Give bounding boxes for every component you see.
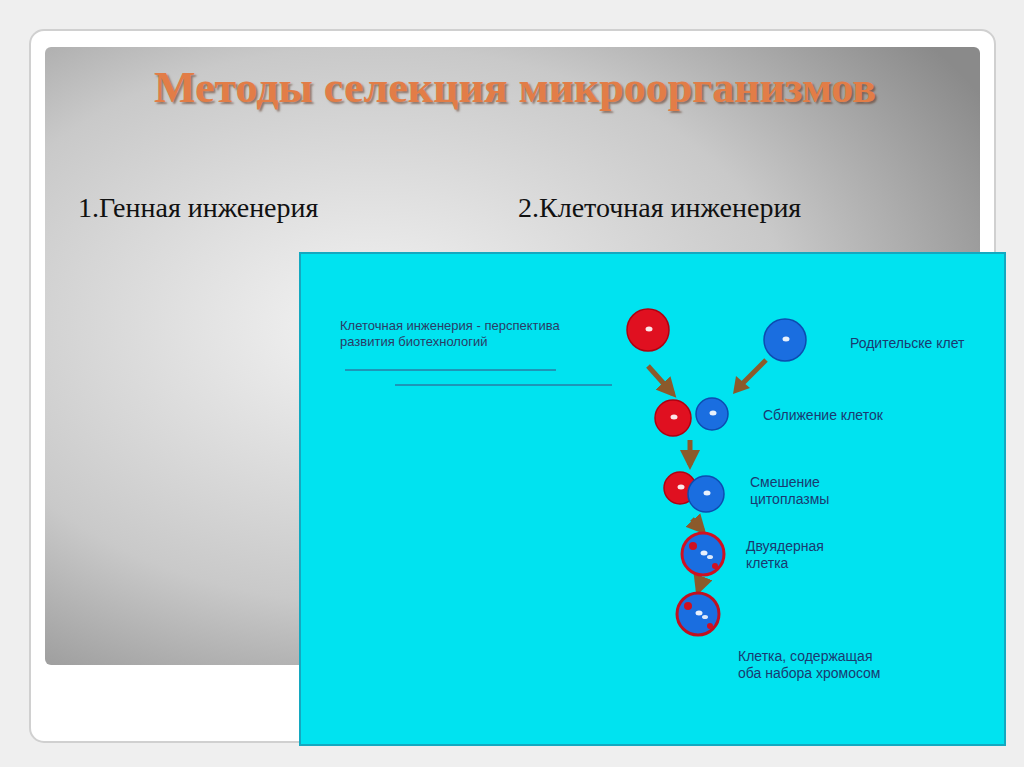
cell-stage: Родительске клет	[620, 303, 1000, 365]
flow-arrow	[648, 366, 673, 394]
cell	[682, 533, 724, 575]
cytoplasm-spot	[712, 563, 718, 569]
cell	[677, 593, 719, 635]
slide-title: Методы селекция микроорганизмов	[150, 58, 880, 118]
cell	[764, 319, 806, 361]
cytoplasm-spot	[684, 602, 692, 610]
nucleus	[710, 411, 717, 416]
cell	[627, 309, 669, 351]
cell	[655, 400, 691, 436]
cytoplasm-spot	[707, 623, 713, 629]
text-label: 1.Генная инженерия	[78, 192, 318, 224]
underline	[395, 385, 612, 386]
nucleus	[696, 611, 703, 616]
nucleus	[646, 327, 653, 332]
cell-illustration	[620, 303, 1000, 365]
arrow-shaft	[742, 360, 766, 384]
cytoplasm-spot	[689, 542, 697, 550]
nucleus	[783, 337, 790, 342]
cell-stage: Смешение цитоплазмы	[650, 466, 880, 518]
underline	[345, 370, 556, 371]
stage-label: Двуядерная клетка	[746, 538, 856, 572]
stage-label: Сближение клеток	[763, 407, 928, 424]
nucleus	[678, 485, 685, 490]
nucleus	[671, 415, 678, 420]
arrow-head	[733, 376, 750, 394]
stage-label: Родительске клет	[850, 335, 995, 352]
cyan-panel	[300, 253, 1005, 745]
stage-label: Смешение цитоплазмы	[750, 474, 870, 508]
nucleus	[707, 555, 713, 559]
stage-label: Клетка, содержащая оба набора хромосом	[738, 648, 898, 682]
nucleus	[701, 551, 708, 556]
text-label: Клеточная инженерия - перспектива развит…	[340, 318, 580, 350]
cell	[696, 398, 728, 430]
flow-arrow	[692, 519, 703, 531]
cell-stage: Сближение клеток	[645, 395, 935, 439]
cell	[688, 476, 724, 512]
cell-stage: Клетка, содержащая оба набора хромосом	[670, 592, 900, 684]
nucleus	[704, 491, 711, 496]
text-label: 2.Клеточная инженерия	[518, 192, 801, 224]
flow-arrow	[688, 440, 693, 465]
flow-arrow	[698, 577, 703, 591]
nucleus	[702, 615, 708, 619]
cell-stage: Двуядерная клетка	[670, 532, 870, 576]
